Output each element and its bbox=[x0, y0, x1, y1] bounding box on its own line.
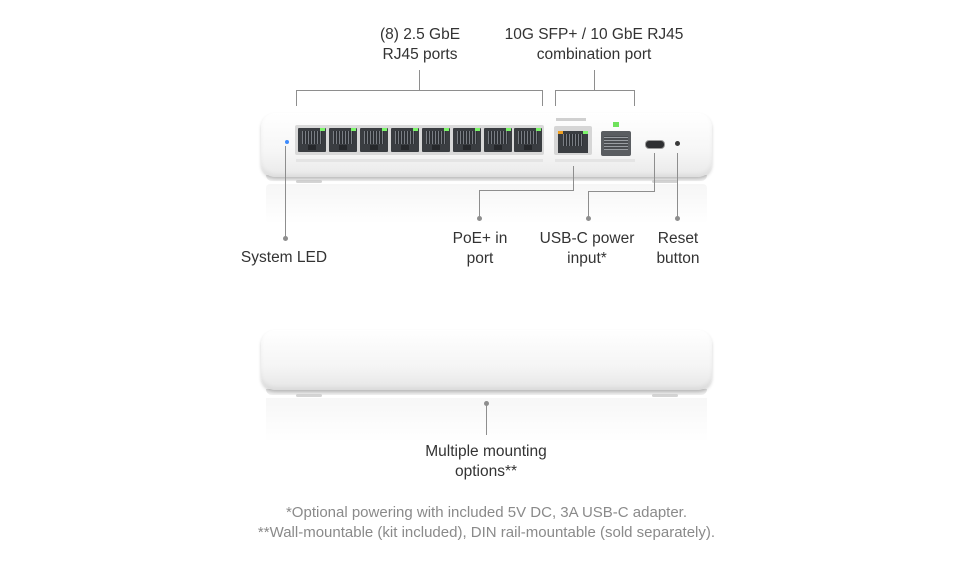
rj45-port bbox=[360, 128, 388, 152]
port-link-led bbox=[506, 128, 511, 131]
port-link-led bbox=[413, 128, 418, 131]
leader-poe-drop bbox=[479, 190, 480, 218]
bracket-combo-right bbox=[634, 90, 635, 106]
sfp-status-led bbox=[613, 122, 619, 127]
leader-system-led bbox=[285, 146, 286, 238]
device-front-base bbox=[266, 175, 707, 181]
combo-port-led-green bbox=[583, 131, 588, 134]
rj45-port bbox=[514, 128, 542, 152]
rj45-port bbox=[391, 128, 419, 152]
rj45-port bbox=[298, 128, 326, 152]
bracket-combo-top bbox=[555, 90, 635, 91]
leader-usbc-dot bbox=[586, 216, 591, 221]
reset-button bbox=[675, 141, 680, 146]
label-reset-button: Reset button bbox=[656, 230, 700, 267]
combo-label-led bbox=[556, 118, 586, 121]
bracket-8-ports-stem bbox=[419, 70, 420, 90]
port-link-led bbox=[320, 128, 325, 131]
rj45-port bbox=[329, 128, 357, 152]
rj45-port bbox=[422, 128, 450, 152]
leader-poe-dot bbox=[477, 216, 482, 221]
leader-mounting-dot bbox=[484, 401, 489, 406]
port-link-led bbox=[536, 128, 541, 131]
device-back-base bbox=[266, 389, 707, 395]
port-link-led bbox=[444, 128, 449, 131]
sfp-plus-cage bbox=[601, 131, 631, 156]
bracket-8-ports-top bbox=[296, 90, 543, 91]
bracket-combo-stem bbox=[594, 70, 595, 90]
port-link-led bbox=[382, 128, 387, 131]
label-8-rj45-ports: (8) 2.5 GbE RJ45 ports bbox=[379, 26, 461, 63]
device-foot-left bbox=[296, 180, 322, 183]
combo-port-led bbox=[558, 131, 563, 134]
leader-usbc-vertical bbox=[654, 153, 655, 191]
leader-usbc-horizontal bbox=[588, 191, 655, 192]
system-led bbox=[285, 140, 289, 144]
label-mounting-options: Multiple mounting options** bbox=[425, 443, 547, 480]
leader-system-led-dot bbox=[283, 236, 288, 241]
port-link-led bbox=[351, 128, 356, 131]
leader-poe-vertical bbox=[573, 166, 574, 190]
switch-rear-view bbox=[261, 330, 712, 390]
label-poe-in-port: PoE+ in port bbox=[452, 230, 508, 267]
poe-in-rj45-port bbox=[558, 131, 588, 153]
bracket-8-ports-right bbox=[542, 90, 543, 106]
device-foot-right bbox=[652, 180, 678, 183]
leader-mounting bbox=[486, 403, 487, 435]
label-system-led: System LED bbox=[240, 249, 328, 266]
usb-c-power-port bbox=[645, 140, 665, 149]
leader-reset-dot bbox=[675, 216, 680, 221]
rj45-port bbox=[453, 128, 481, 152]
footnote-usb-c: *Optional powering with included 5V DC, … bbox=[285, 504, 688, 521]
leader-poe-horizontal bbox=[479, 190, 574, 191]
device-back-foot-right bbox=[652, 394, 678, 397]
device-back-foot-left bbox=[296, 394, 322, 397]
bracket-combo-left bbox=[555, 90, 556, 106]
footnote-mounting: **Wall-mountable (kit included), DIN rai… bbox=[257, 524, 716, 541]
leader-reset bbox=[677, 153, 678, 218]
rj45-port bbox=[484, 128, 512, 152]
leader-usbc-drop bbox=[588, 191, 589, 218]
port-label-strip bbox=[296, 159, 543, 162]
label-combination-port: 10G SFP+ / 10 GbE RJ45 combination port bbox=[504, 26, 684, 63]
label-usb-c-power-input: USB-C power input* bbox=[539, 230, 635, 267]
port-link-led bbox=[475, 128, 480, 131]
combo-label-strip bbox=[555, 159, 635, 162]
bracket-8-ports-left bbox=[296, 90, 297, 106]
